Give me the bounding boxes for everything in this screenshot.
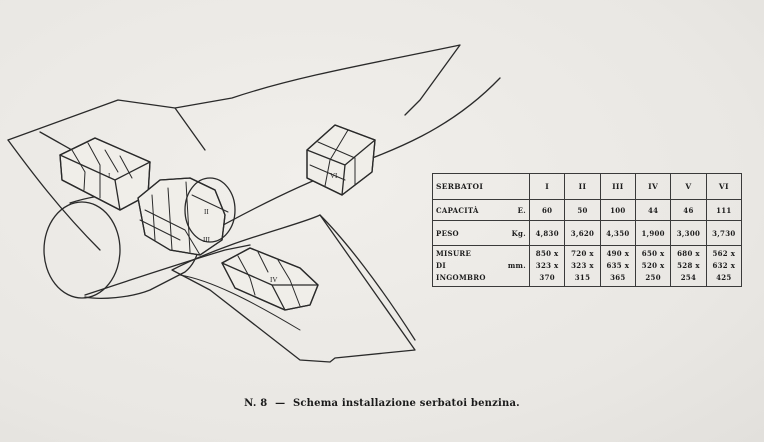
dimensions-label-1: MISURE (432, 245, 530, 260)
lower-fuselage-line (84, 244, 251, 296)
header-label: SERBATOI (432, 173, 530, 200)
weight-iii: 4,350 (599, 220, 636, 246)
capacity-i: 60 (528, 199, 566, 221)
fuselage-outline (7, 44, 461, 141)
col-header-v: V (670, 173, 707, 200)
upper-wing-trailing-edge (7, 139, 101, 251)
dimensions-label-2-cell: DI mm. (432, 260, 530, 272)
dim-3-iii: 365 (599, 272, 636, 287)
weight-ii: 3,620 (564, 220, 601, 246)
dim-1-v: 680 x (670, 245, 707, 260)
tank-label-ii: II (204, 208, 209, 216)
capacity-label-cell: CAPACITÀ E. (432, 199, 530, 221)
dim-2-iii: 635 x (599, 260, 636, 272)
weight-unit: Kg. (511, 228, 526, 238)
tank-lower-wing: IV (221, 247, 319, 311)
tank-group-left: I (59, 137, 151, 211)
dim-2-i: 323 x (528, 260, 566, 272)
dim-2-iv: 520 x (634, 260, 672, 272)
caption-dash: — (275, 398, 286, 409)
col-header-ii: II (564, 173, 601, 200)
dim-1-iii: 490 x (599, 245, 636, 260)
table-row-capacity: CAPACITÀ E. 60 50 100 44 46 111 (432, 199, 743, 221)
col-header-vi: VI (705, 173, 743, 200)
capacity-vi: 111 (705, 199, 743, 221)
weight-iv: 1,900 (634, 220, 672, 246)
weight-v: 3,300 (670, 220, 707, 246)
tank-label-iii: III (203, 236, 211, 244)
dim-2-v: 528 x (670, 260, 707, 272)
table-row-dimensions-2: DI mm. 323 x 323 x 635 x 520 x 528 x 632… (432, 260, 743, 272)
col-header-iv: IV (634, 173, 672, 200)
table-header-row: SERBATOI I II III IV V VI (432, 173, 743, 200)
capacity-iii: 100 (599, 199, 636, 221)
dim-2-ii: 323 x (564, 260, 601, 272)
col-header-i: I (528, 173, 566, 200)
caption-text: Schema installazione serbatoi benzina. (292, 398, 520, 409)
weight-vi: 3,730 (705, 220, 743, 246)
lower-wing-inner (179, 274, 301, 331)
dim-1-i: 850 x (528, 245, 566, 260)
weight-label: PESO (436, 228, 459, 238)
table-row-weight: PESO Kg. 4,830 3,620 4,350 1,900 3,300 3… (432, 220, 743, 246)
figure-number: N. 8 (244, 398, 268, 409)
dim-3-i: 370 (528, 272, 566, 287)
tank-group-center: II III (137, 177, 236, 256)
dim-3-ii: 315 (564, 272, 601, 287)
dim-3-iv: 250 (634, 272, 672, 287)
tank-label-vi: VI (330, 172, 338, 180)
tank-fuselage: VI (306, 124, 376, 196)
table-row-dimensions-3: INGOMBRO 370 315 365 250 254 425 (432, 272, 743, 287)
upper-wing-line (174, 107, 206, 151)
dim-1-vi: 562 x (705, 245, 743, 260)
capacity-ii: 50 (564, 199, 601, 221)
dimensions-label-2: DI (436, 261, 446, 270)
capacity-iv: 44 (634, 199, 672, 221)
lower-wing-edge (319, 214, 416, 341)
dim-3-v: 254 (670, 272, 707, 287)
dimensions-unit: mm. (507, 261, 526, 270)
engine-nacelle-front (43, 201, 121, 299)
dim-1-iv: 650 x (634, 245, 672, 260)
capacity-label: CAPACITÀ (436, 205, 479, 215)
table-row-dimensions-1: MISURE 850 x 720 x 490 x 650 x 680 x 562… (432, 245, 743, 260)
figure-caption: N. 8 — Schema installazione serbatoi ben… (0, 398, 764, 409)
col-header-iii: III (599, 173, 636, 200)
capacity-v: 46 (670, 199, 707, 221)
weight-i: 4,830 (528, 220, 566, 246)
capacity-unit: E. (517, 205, 526, 215)
dim-2-vi: 632 x (705, 260, 743, 272)
weight-label-cell: PESO Kg. (432, 220, 530, 246)
tank-label-iv: IV (270, 276, 277, 284)
lower-wing-outline (171, 214, 416, 363)
dimensions-label-3: INGOMBRO (432, 272, 530, 287)
fuel-tank-spec-table: SERBATOI I II III IV V VI CAPACITÀ E. 60… (432, 173, 743, 287)
dim-1-ii: 720 x (564, 245, 601, 260)
dim-3-vi: 425 (705, 272, 743, 287)
tank-label-i: I (108, 172, 111, 180)
